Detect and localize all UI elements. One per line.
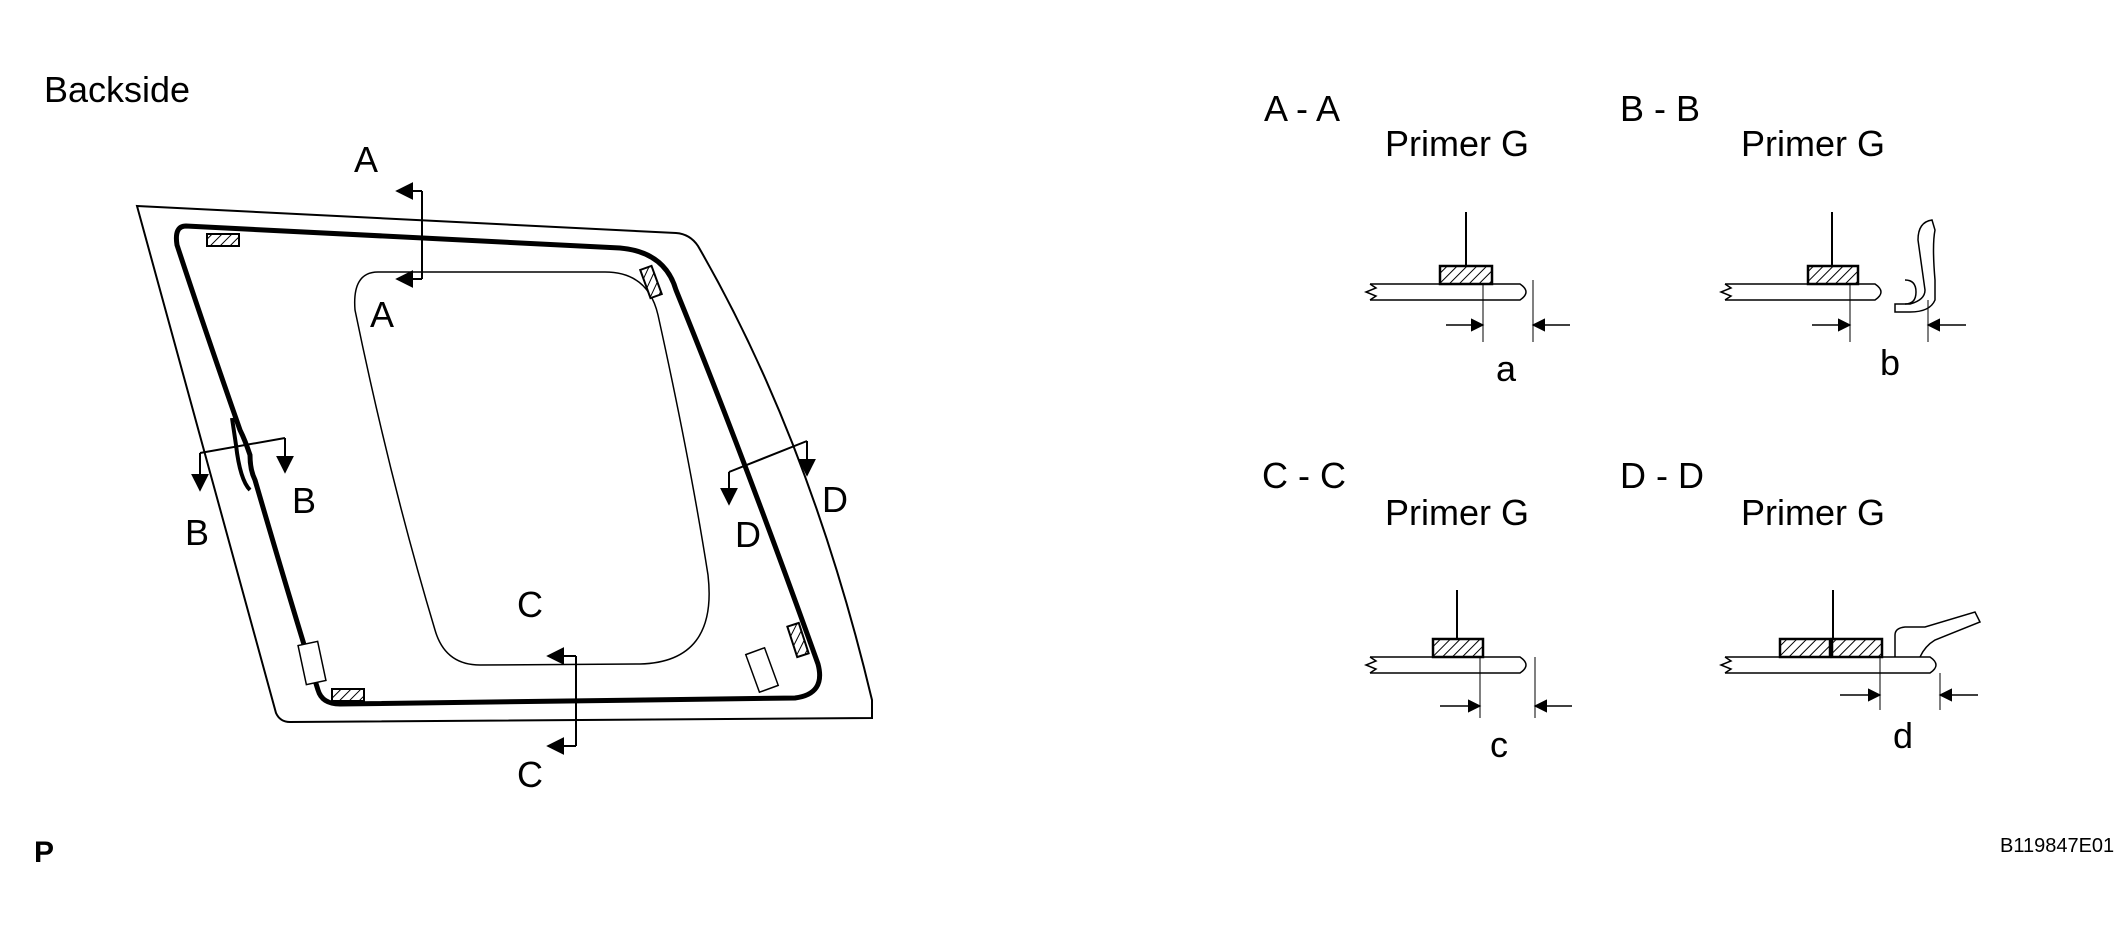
glass-outline	[135, 204, 873, 724]
section-d-detail: D - D Primer G d	[1620, 455, 1982, 756]
section-d-arrow: D D	[720, 440, 848, 555]
label-c-bottom: C	[517, 754, 543, 795]
section-b-detail: B - B Primer G b	[1620, 88, 1966, 383]
label-a-top: A	[354, 139, 378, 180]
section-b-title: B - B	[1620, 88, 1700, 129]
dim-a: a	[1496, 348, 1517, 389]
section-a-primer: Primer G	[1385, 123, 1529, 164]
section-d-title: D - D	[1620, 455, 1704, 496]
section-c-primer: Primer G	[1385, 492, 1529, 533]
label-a-bottom: A	[370, 294, 394, 335]
spacer-1	[206, 233, 240, 247]
section-c-title: C - C	[1262, 455, 1346, 496]
figure-code: B119847E01	[2000, 835, 2114, 857]
view-title: Backside	[44, 69, 190, 110]
section-b-arrow: B B	[185, 437, 316, 553]
section-d-primer: Primer G	[1741, 492, 1885, 533]
section-c-arrow: C C	[517, 584, 577, 795]
label-d-left: D	[735, 514, 761, 555]
section-a-title: A - A	[1264, 88, 1340, 129]
dim-b: b	[1880, 342, 1900, 383]
section-a-detail: A - A Primer G a	[1264, 88, 1570, 389]
section-c-detail: C - C Primer G c	[1262, 455, 1572, 765]
side-letter: P	[34, 836, 54, 869]
label-d-right: D	[822, 479, 848, 520]
spacer-3	[331, 688, 365, 702]
pad-left	[297, 640, 327, 686]
spacer-2	[638, 264, 664, 300]
dim-c: c	[1490, 724, 1508, 765]
adhesive-bead	[173, 223, 823, 707]
main-view: Backside A A B B	[44, 69, 873, 795]
label-b-left: B	[185, 512, 209, 553]
dim-d: d	[1893, 715, 1913, 756]
spacer-4	[786, 621, 810, 659]
section-b-primer: Primer G	[1741, 123, 1885, 164]
inner-opening	[353, 271, 710, 666]
pad-right	[744, 646, 780, 694]
section-a-arrow: A A	[354, 139, 423, 335]
b-section-jog	[230, 417, 252, 492]
label-b-right: B	[292, 480, 316, 521]
label-c-top: C	[517, 584, 543, 625]
